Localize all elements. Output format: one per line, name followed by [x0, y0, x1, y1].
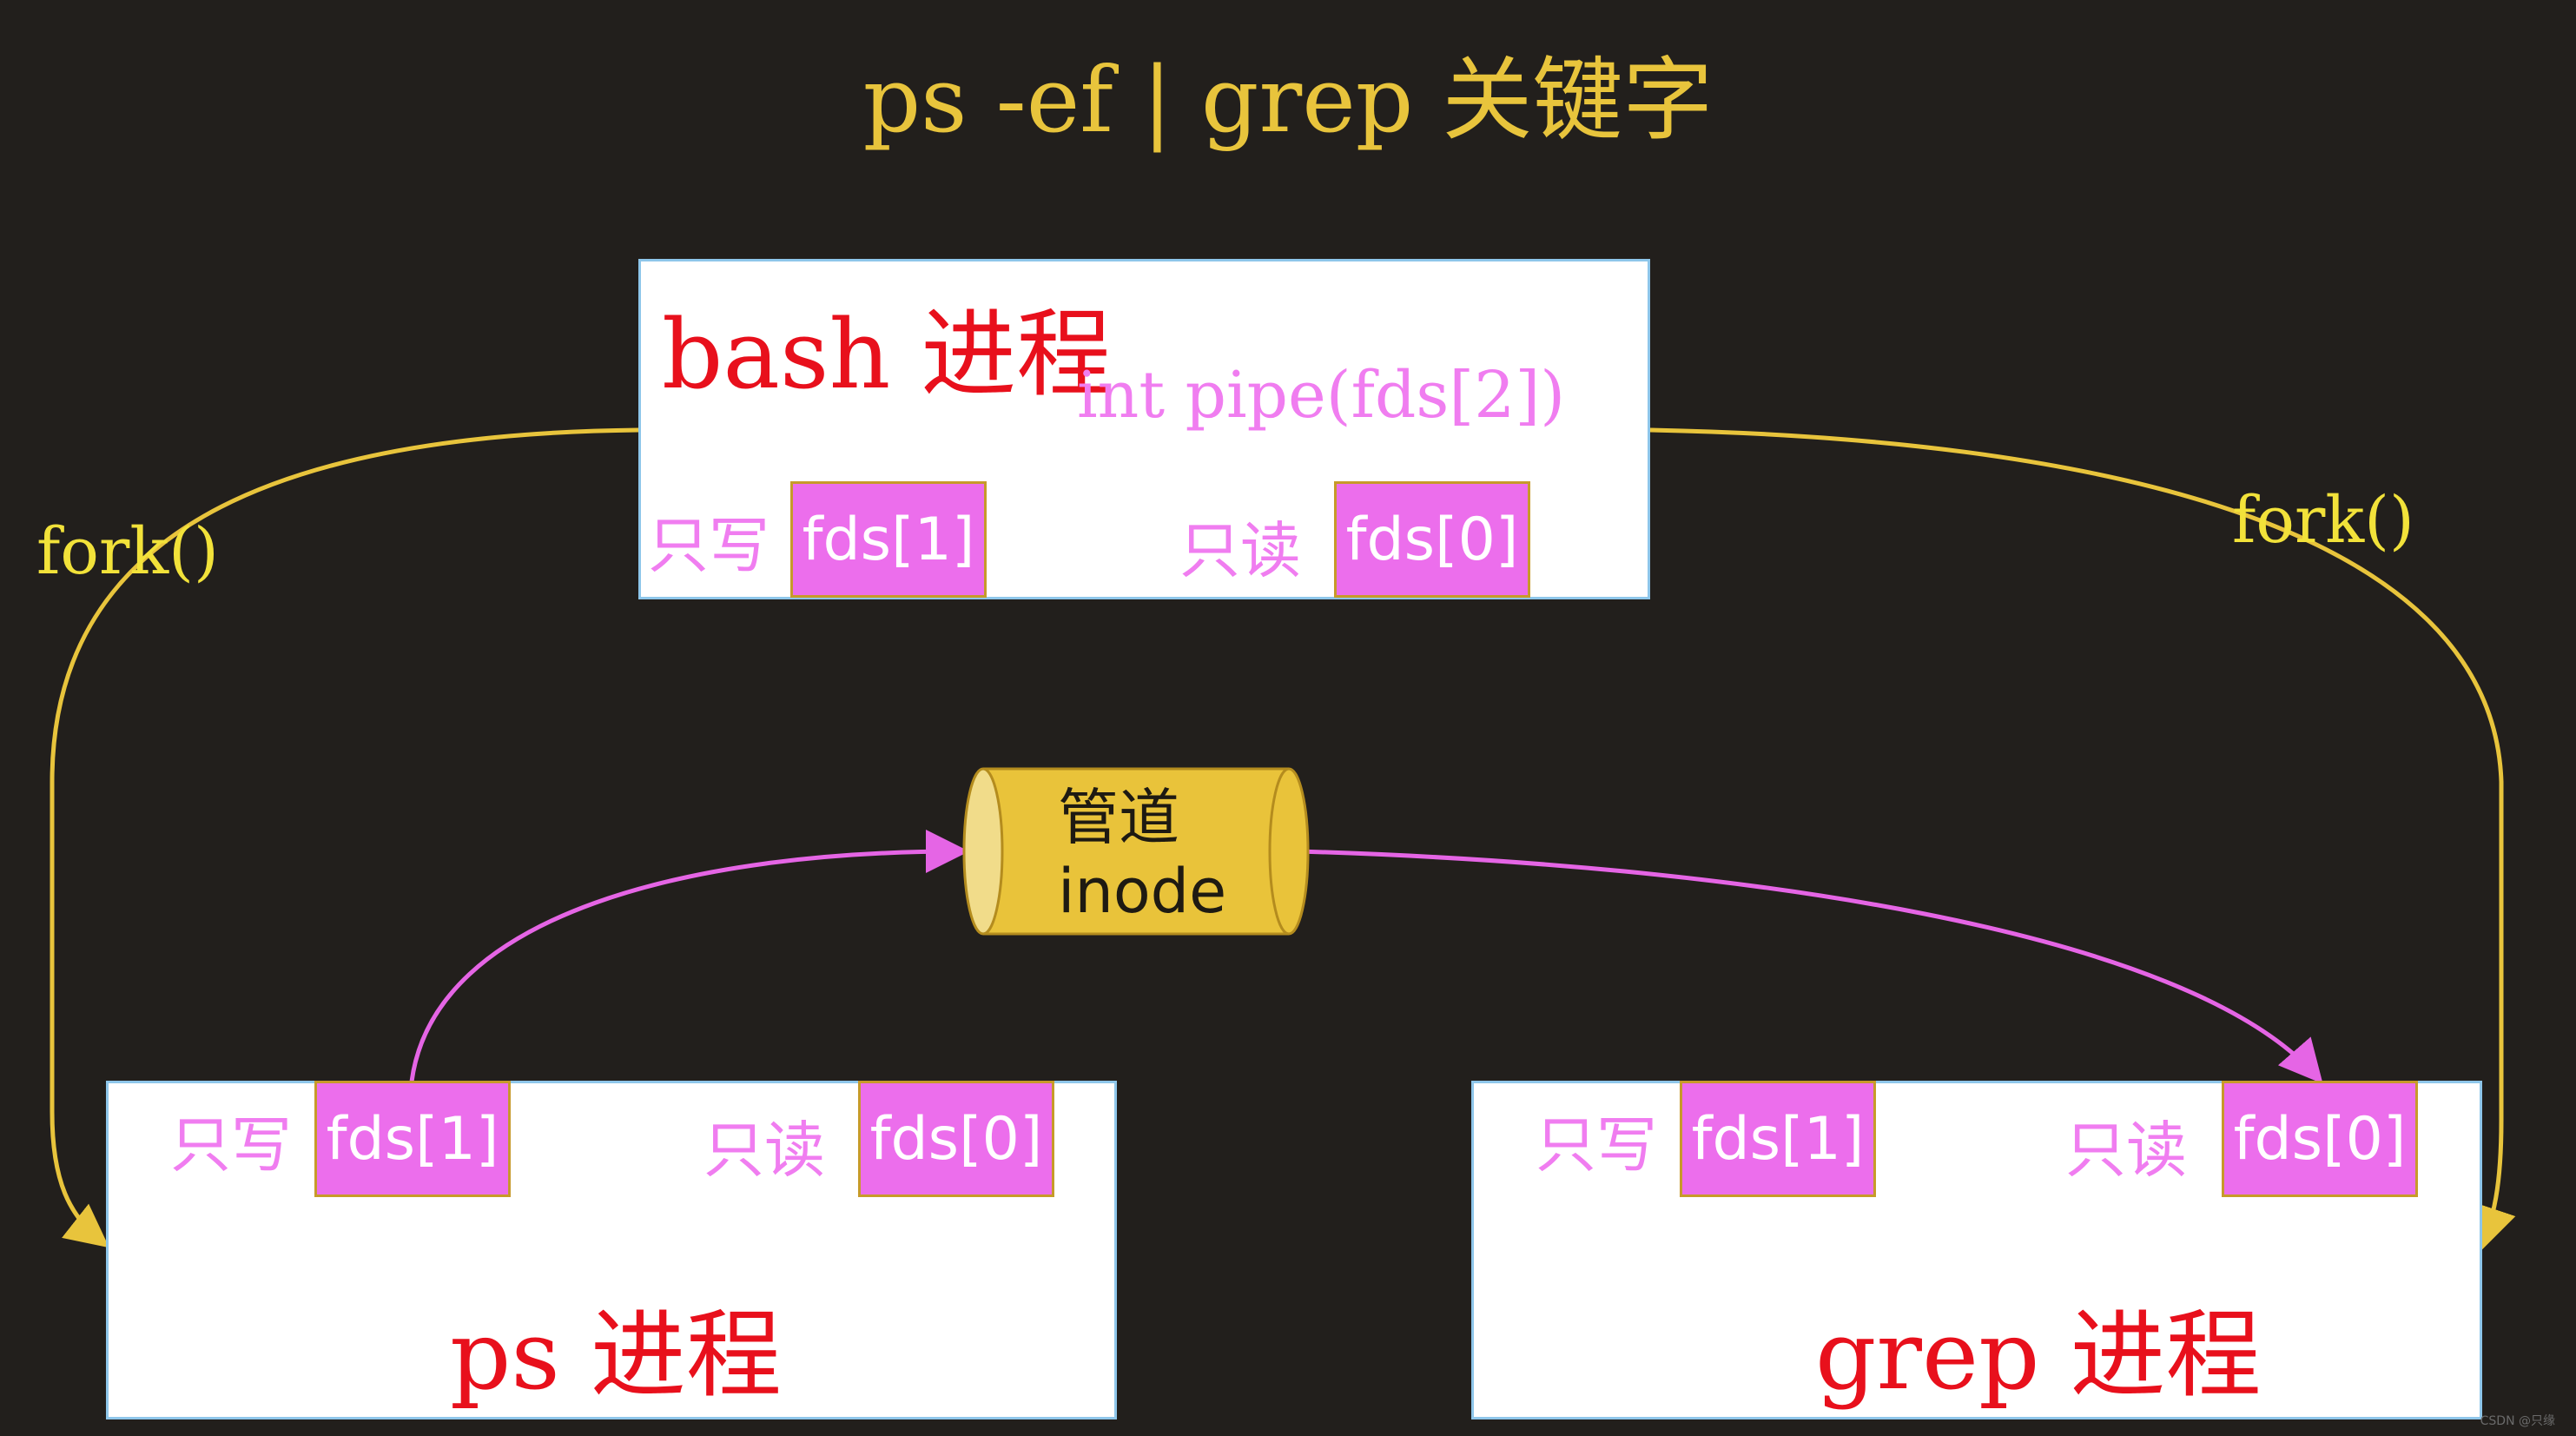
- bash-write-fd: fds[1]: [790, 481, 987, 598]
- pipe-name: 管道: [1058, 782, 1179, 853]
- page-title: ps -ef | grep 关键字: [862, 47, 1714, 153]
- ps-process-name: ps 进程: [450, 1300, 782, 1411]
- fork-left-label: fork(): [36, 514, 219, 589]
- fork-right-arrow: [1649, 427, 2516, 1251]
- pipe-call-label: int pipe(fds[2]): [1077, 358, 1566, 433]
- fork-right-label: fork(): [2232, 483, 2414, 558]
- bash-read-fd: fds[0]: [1334, 481, 1530, 598]
- pipe-inode: inode: [1058, 856, 1227, 927]
- pipe-write-arrow: [409, 830, 969, 1082]
- grep-read-label: 只读: [2065, 1115, 2187, 1186]
- pipe-read-arrow: [1298, 849, 2323, 1084]
- grep-read-fd: fds[0]: [2222, 1081, 2418, 1197]
- grep-write-label: 只写: [1536, 1109, 1657, 1181]
- ps-write-label: 只写: [170, 1109, 292, 1181]
- grep-write-fd: fds[1]: [1680, 1081, 1876, 1197]
- ps-write-fd: fds[1]: [314, 1081, 511, 1197]
- bash-process-name: bash 进程: [662, 299, 1113, 410]
- ps-read-label: 只读: [703, 1115, 825, 1186]
- bash-read-label: 只读: [1179, 515, 1301, 586]
- pipe-cylinder: [962, 767, 1310, 936]
- fork-left-arrow: [50, 427, 639, 1248]
- bash-write-label: 只写: [648, 510, 769, 581]
- ps-read-fd: fds[0]: [858, 1081, 1054, 1197]
- grep-process-name: grep 进程: [1815, 1300, 2262, 1411]
- watermark: CSDN @只缘: [2480, 1414, 2555, 1428]
